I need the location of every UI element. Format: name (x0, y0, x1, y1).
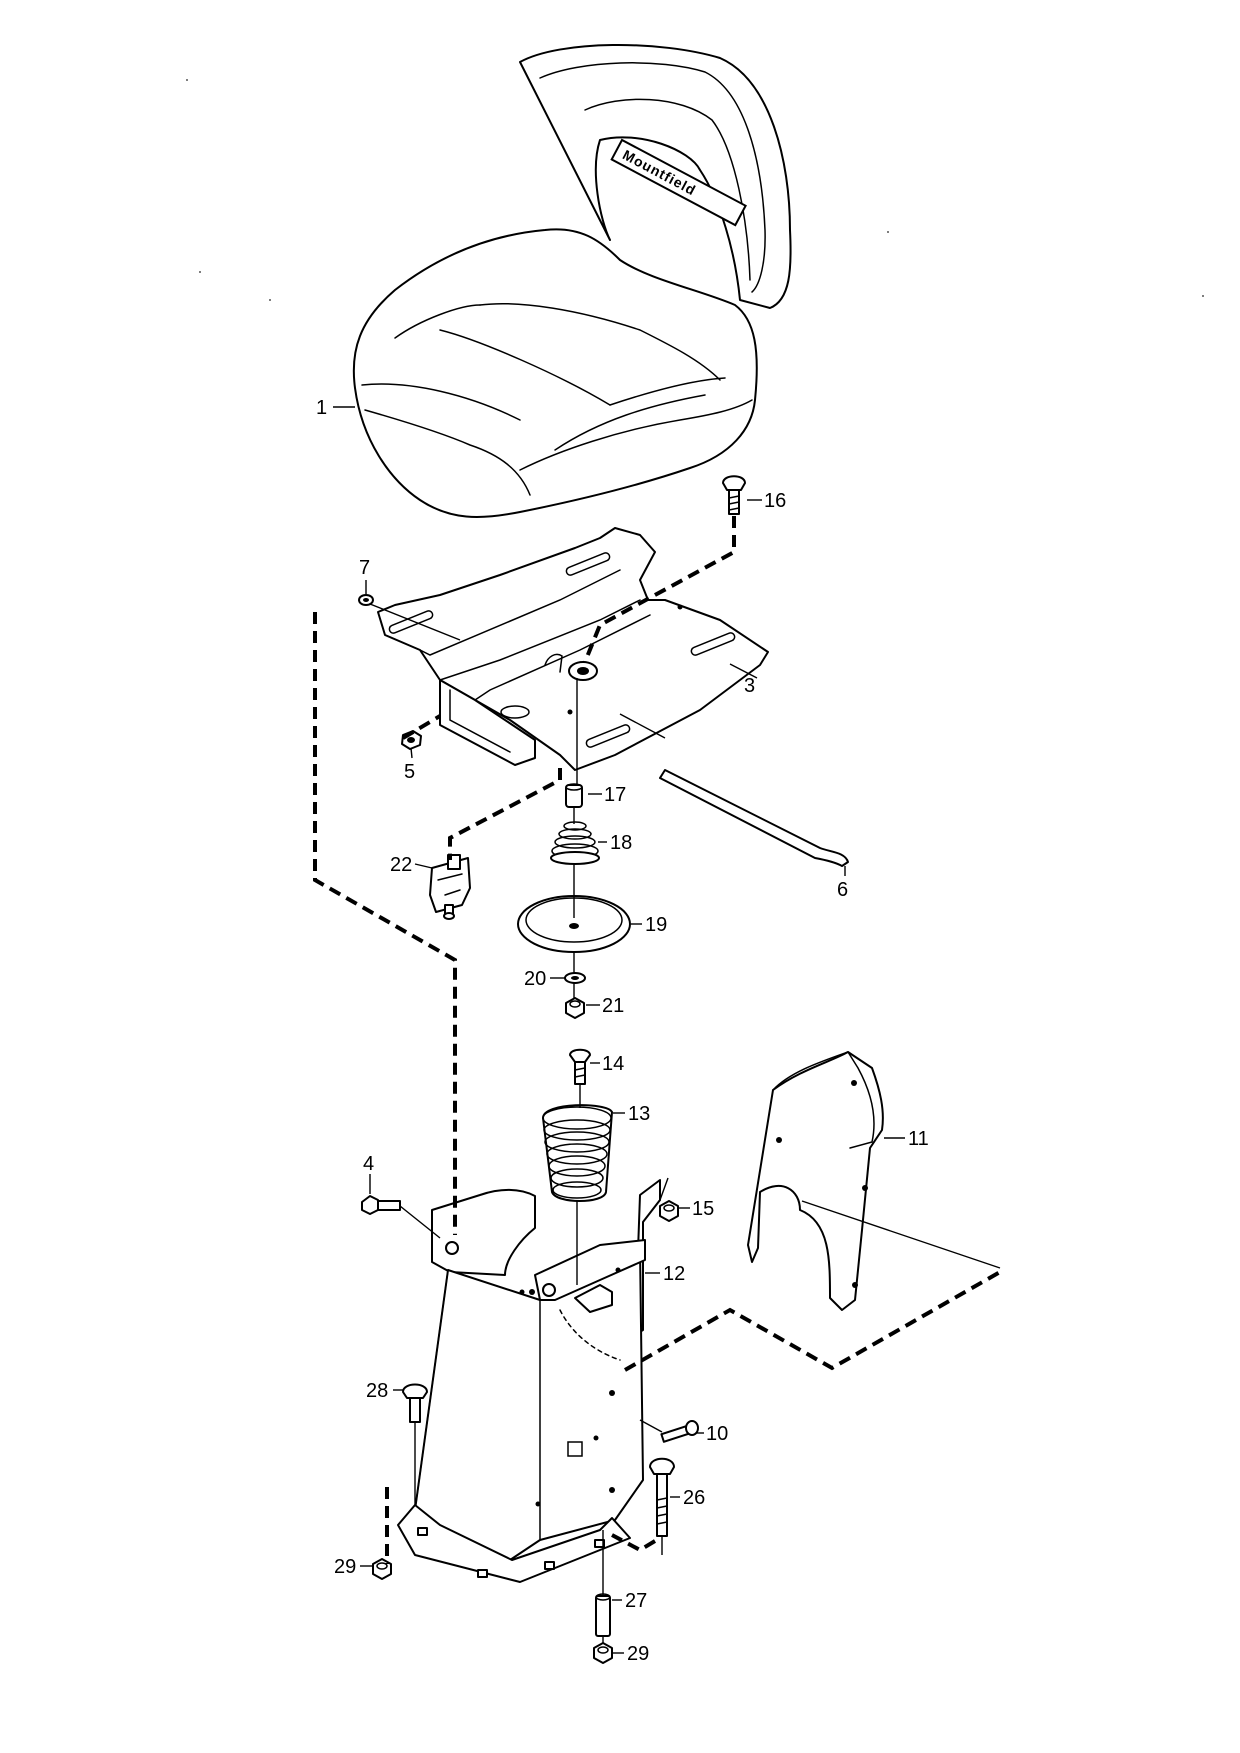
callout-19: 19 (645, 914, 667, 936)
callout-7: 7 (359, 557, 370, 579)
callout-5: 5 (404, 761, 415, 783)
callout-10: 10 (706, 1423, 728, 1445)
callout-26: 26 (683, 1487, 705, 1509)
seat-adjust-rod (659, 769, 849, 867)
seat-support-housing-12 (397, 1179, 661, 1583)
callout-18: 18 (610, 832, 632, 854)
callout-29-left: 29 (334, 1556, 356, 1578)
dashed-assembly-lines (313, 516, 1001, 1564)
callout-28: 28 (366, 1380, 388, 1402)
callout-15: 15 (692, 1198, 714, 1220)
seat-switch-22 (429, 854, 471, 920)
callout-20: 20 (524, 968, 546, 990)
bolt-4 (361, 1195, 401, 1215)
spacer-27 (595, 1593, 611, 1637)
callout-3: 3 (744, 675, 755, 697)
callout-leaders (333, 406, 905, 1654)
nut-29-left (372, 1558, 392, 1580)
callout-4: 4 (363, 1153, 374, 1175)
carriage-bolt-28 (402, 1383, 428, 1423)
callout-17: 17 (604, 784, 626, 806)
nut-7 (358, 594, 374, 606)
bushing-17 (565, 783, 583, 808)
screw-10 (660, 1420, 699, 1443)
callout-29-bottom: 29 (627, 1643, 649, 1665)
callout-labels: 1 3 4 5 6 7 10 11 12 13 14 15 16 17 18 1… (316, 397, 929, 1665)
assembly-lines (369, 603, 1001, 1643)
shield-cover-11 (747, 1051, 884, 1311)
seat-mounting-plate (377, 527, 769, 771)
nut-15 (659, 1200, 679, 1222)
callout-16: 16 (764, 490, 786, 512)
callout-14: 14 (602, 1053, 624, 1075)
callout-22: 22 (390, 854, 412, 876)
spring-18 (550, 821, 600, 865)
callout-13: 13 (628, 1103, 650, 1125)
washer-20 (564, 972, 586, 984)
screw-14 (569, 1048, 591, 1085)
bellows-13 (542, 1104, 613, 1202)
callout-1: 1 (316, 397, 327, 419)
seat: Mountfield (352, 43, 792, 518)
callout-6: 6 (837, 879, 848, 901)
callout-21: 21 (602, 995, 624, 1017)
callout-11: 11 (908, 1128, 929, 1150)
callout-12: 12 (663, 1263, 685, 1285)
scan-specks (186, 79, 1204, 301)
nut-29-bottom (593, 1642, 613, 1664)
callout-27: 27 (625, 1590, 647, 1612)
nut-21 (565, 997, 585, 1019)
bolt-16 (722, 475, 746, 515)
